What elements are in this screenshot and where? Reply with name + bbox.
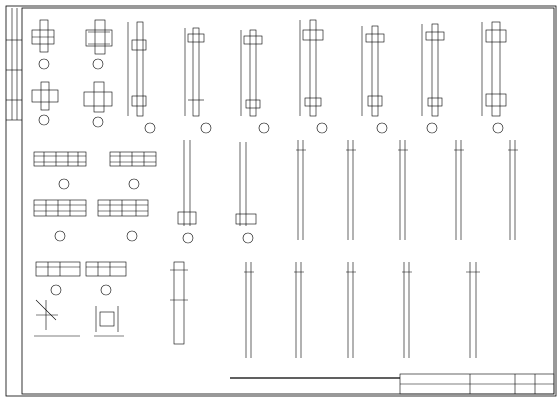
column-section-9: [361, 25, 388, 134]
column-section-7: [240, 29, 270, 134]
beam-elevation-20: [85, 261, 127, 296]
column-elevations-row2: [296, 140, 518, 240]
column-section-10: [421, 23, 445, 134]
column-bar-18: [235, 142, 257, 244]
beam-elevation-19: [35, 261, 81, 296]
column-elevations-row3: [170, 261, 480, 358]
beam-elevation-16: [97, 199, 149, 242]
detail-1: [31, 19, 55, 70]
column-bar-17: [177, 140, 197, 244]
node-detail-22: [94, 306, 124, 337]
binding-strip: [6, 8, 22, 121]
outer-frame: [5, 5, 557, 397]
detail-2: [85, 19, 113, 70]
detail-3: [31, 81, 59, 126]
column-section-11: [481, 21, 507, 134]
column-section-6: [184, 27, 212, 134]
column-section-8: [299, 19, 328, 134]
beam-elevation-15: [33, 199, 87, 242]
detail-4: [83, 81, 113, 128]
beam-elevation-14: [109, 151, 157, 190]
title-block: [230, 373, 555, 395]
node-detail-21: [34, 299, 80, 337]
column-section-5: [127, 21, 156, 134]
inner-frame: [21, 7, 555, 395]
beam-elevation-13: [33, 151, 87, 190]
